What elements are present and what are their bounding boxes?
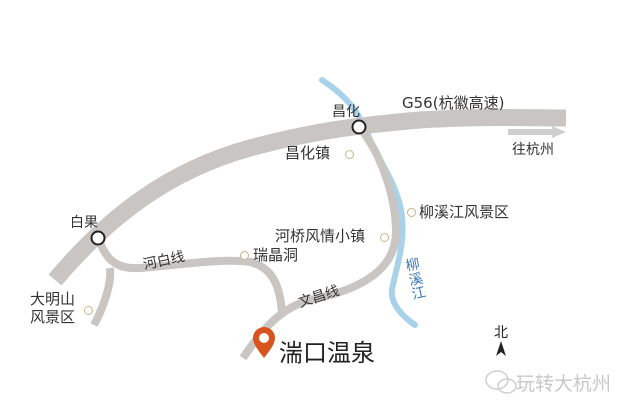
road-wenchang[interactable] — [239, 125, 401, 361]
poi-label-heqiao: 河桥风情小镇 — [275, 227, 366, 245]
direction-arrow-icon — [552, 126, 566, 138]
poi-label-changhuazhen: 昌化镇 — [285, 144, 331, 162]
highway-g56[interactable] — [48, 109, 567, 286]
compass-label: 北 — [494, 325, 508, 341]
poi-liuxijiang-icon[interactable] — [407, 208, 416, 217]
watermark-text: 玩转大杭州 — [516, 373, 612, 395]
highway-label: G56(杭徽高速) — [402, 94, 505, 112]
location-pin-icon[interactable] — [253, 327, 275, 358]
wechat-logo-icon — [485, 370, 517, 394]
poi-label-ruijingdong: 瑞晶洞 — [253, 246, 299, 264]
river-path — [319, 77, 418, 328]
junction-label-baiguo: 白果 — [70, 215, 98, 231]
poi-heqiao-icon[interactable] — [380, 233, 389, 242]
poi-label-liuxijiang: 柳溪江风景区 — [419, 203, 510, 221]
junction-changhua-icon[interactable] — [351, 119, 367, 135]
poi-changhuazhen-icon[interactable] — [345, 150, 354, 159]
poi-damingshan-icon[interactable] — [84, 306, 93, 315]
north-arrow-icon — [496, 341, 506, 356]
direction-label: 往杭州 — [512, 142, 554, 158]
junction-label-changhua: 昌化 — [332, 104, 360, 120]
road-hebai[interactable] — [94, 236, 286, 313]
junction-baiguo-icon[interactable] — [90, 230, 106, 246]
destination-title: 湍口温泉 — [279, 339, 375, 367]
poi-ruijingdong-icon[interactable] — [240, 251, 249, 260]
road-damingshan[interactable] — [90, 267, 115, 327]
poi-label-damingshan-2: 风景区 — [30, 308, 76, 326]
poi-label-damingshan-1: 大明山 — [30, 290, 76, 308]
